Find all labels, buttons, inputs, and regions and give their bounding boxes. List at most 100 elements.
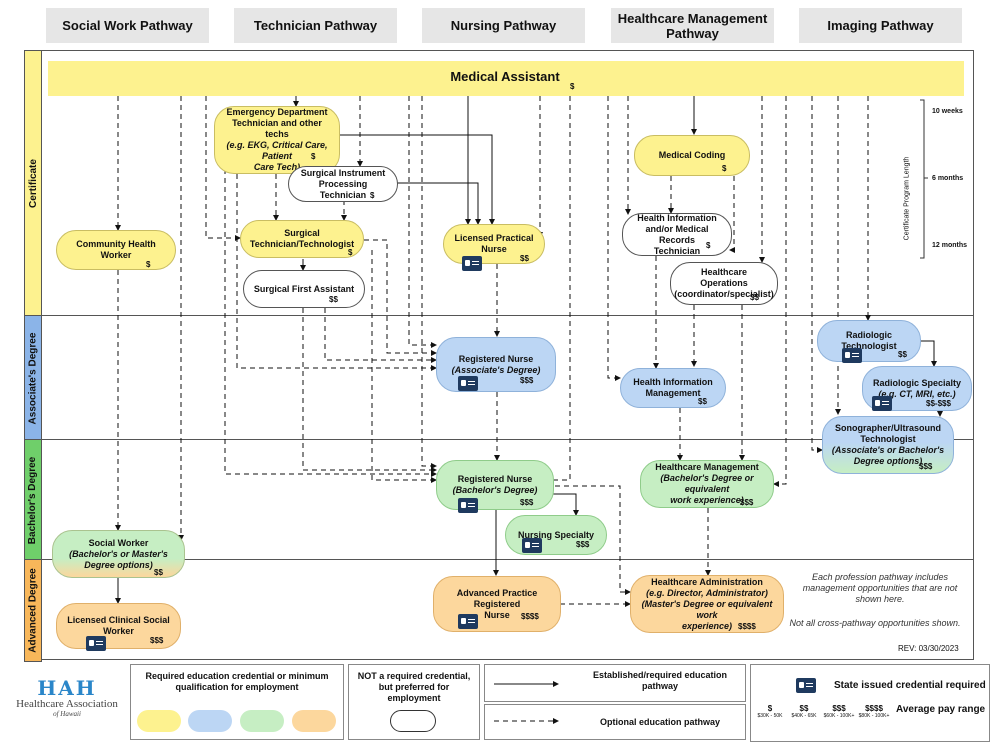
header-technician: Technician Pathway xyxy=(234,8,397,43)
solid-connector xyxy=(546,493,579,516)
credential-icon xyxy=(458,498,478,513)
legend-not-required-text: NOT a required credential, but preferred… xyxy=(357,671,471,703)
header-social-work: Social Work Pathway xyxy=(46,8,209,43)
dashed-connector xyxy=(421,96,437,469)
pay-label: $$$ xyxy=(520,498,534,507)
pay-label: $$ xyxy=(898,350,907,359)
timeline-12-months: 12 months xyxy=(932,242,968,249)
pay-label: $$$ xyxy=(520,376,534,385)
pay-label: $$$$ xyxy=(738,622,756,631)
credential-icon xyxy=(872,396,892,411)
revision-date: REV: 03/30/2023 xyxy=(898,644,959,653)
pay-scale: $$30K - 50K $$$40K - 65K $$$$60K - 100K+… xyxy=(754,704,890,720)
node-healthcare-operations: Healthcare Operations(coordinator/specia… xyxy=(670,262,778,305)
pay-scale-item: $$$40K - 65K xyxy=(791,704,817,719)
pay-label: $$$$ xyxy=(521,612,539,621)
legend-established-text: Established/required education pathway xyxy=(592,670,728,691)
dashed-connector xyxy=(811,96,823,453)
header-imaging: Imaging Pathway xyxy=(799,8,962,43)
pay-label: $ xyxy=(146,260,151,269)
logo-subtext: of Hawaii xyxy=(53,710,81,718)
solid-connector xyxy=(340,134,495,225)
legend-pay-title: Average pay range xyxy=(896,704,986,715)
legend-swatch-preferred xyxy=(390,710,436,732)
pay-label: $$ xyxy=(329,295,338,304)
legend-swatch-associate xyxy=(188,710,232,732)
node-nursing-specialty: Nursing Specialty xyxy=(505,515,607,555)
node-surgical-first-assistant: Surgical First Assistant xyxy=(243,270,365,308)
credential-icon xyxy=(86,636,106,651)
legend-established-box xyxy=(484,664,746,702)
header-management: Healthcare Management Pathway xyxy=(611,8,774,43)
dashed-connector xyxy=(547,96,571,483)
dashed-connector xyxy=(364,239,437,356)
pay-label: $ xyxy=(722,164,727,173)
node-healthcare-administration: Healthcare Administration(e.g. Director,… xyxy=(630,575,784,633)
logo-text: Healthcare Association xyxy=(16,698,118,710)
pay-label: $ xyxy=(370,191,375,200)
row-divider xyxy=(40,315,974,316)
timeline-label: Certificate Program Length xyxy=(903,156,911,241)
node-community-health-worker: Community Health Worker xyxy=(56,230,176,270)
pay-label: $$$ xyxy=(576,540,590,549)
legend-state-text: State issued credential required xyxy=(834,680,986,691)
credential-icon xyxy=(458,614,478,629)
pay-label: $ xyxy=(706,241,711,250)
credential-icon xyxy=(462,256,482,271)
timeline-bracket xyxy=(920,99,925,259)
dashed-connector xyxy=(371,250,437,483)
pay-label: $$$ xyxy=(740,498,754,507)
pay-label: $$-$$$ xyxy=(926,399,951,408)
cross-pathway-note: Not all cross-pathway opportunities show… xyxy=(789,618,961,628)
dashed-connector xyxy=(773,96,787,487)
pay-scale-item: $$$$60K - 100K+ xyxy=(823,704,855,719)
node-healthcare-management: Healthcare Management(Bachelor's Degree … xyxy=(640,460,774,508)
timeline-6-months: 6 months xyxy=(932,175,964,182)
pay-label: $$ xyxy=(520,254,529,263)
legend-not-required-box xyxy=(348,664,480,740)
row-divider xyxy=(40,559,974,560)
pay-label: $$ xyxy=(154,568,163,577)
dashed-connector xyxy=(302,308,437,473)
dashed-connector xyxy=(324,308,437,363)
credential-icon xyxy=(458,376,478,391)
header-nursing: Nursing Pathway xyxy=(422,8,585,43)
legend-line-samples xyxy=(494,681,559,724)
dashed-connector xyxy=(408,96,437,348)
dashed-connector xyxy=(236,165,437,371)
node-radiologic-technologist: Radiologic Technologist xyxy=(817,320,921,362)
pay-scale-item: $$$$$80K - 100K+ xyxy=(858,704,890,719)
solid-connector xyxy=(918,340,937,367)
dashed-connector xyxy=(205,96,241,241)
credential-icon xyxy=(522,538,542,553)
credential-icon xyxy=(842,348,862,363)
node-rn-bachelor: Registered Nurse(Bachelor's Degree) xyxy=(436,460,554,510)
pay-label: $ xyxy=(311,152,316,161)
credential-icon xyxy=(796,678,816,693)
node-medical-coding: Medical Coding xyxy=(634,135,750,176)
legend-swatch-advanced xyxy=(292,710,336,732)
dashed-connector xyxy=(729,176,735,253)
pay-label: $$$ xyxy=(150,636,164,645)
medical-assistant-bar xyxy=(48,61,964,96)
legend-required-box xyxy=(130,664,344,740)
pay-label: $$$ xyxy=(919,462,933,471)
pay-label: $ xyxy=(348,248,353,257)
node-lpn: Licensed Practical Nurse xyxy=(443,224,545,264)
pay-label: $$ xyxy=(750,293,759,302)
legend-swatch-certificate xyxy=(137,710,181,732)
pay-label: $$ xyxy=(698,397,707,406)
row-divider xyxy=(40,439,974,440)
legend-optional-text: Optional education pathway xyxy=(599,717,720,727)
legend-credential-box xyxy=(750,664,990,742)
